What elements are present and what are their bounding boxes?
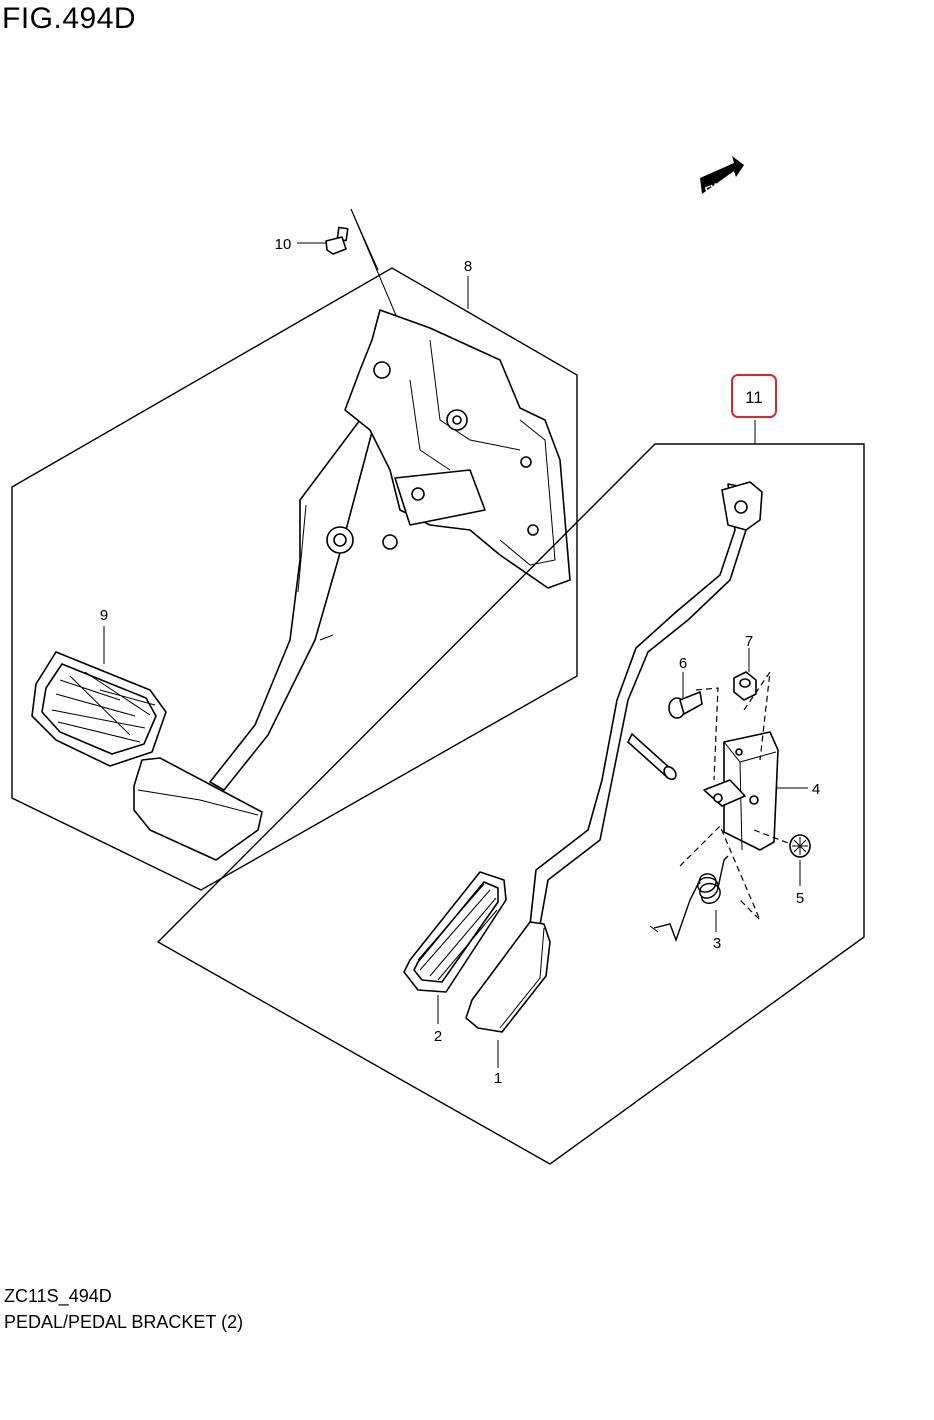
- callout-2[interactable]: 2: [434, 1028, 442, 1045]
- callout-6[interactable]: 6: [679, 655, 687, 672]
- figure-code: ZC11S_494D: [4, 1286, 112, 1306]
- callout-10[interactable]: 10: [275, 236, 292, 253]
- brake-pedal-pad: [133, 757, 263, 861]
- callout-7[interactable]: 7: [745, 633, 753, 650]
- callout-1[interactable]: 1: [494, 1070, 502, 1087]
- callout-3[interactable]: 3: [713, 935, 721, 952]
- highlight-box-11: [731, 374, 777, 418]
- brake-pedal-arm: [209, 419, 373, 791]
- accelerator-bracket-part-4: [703, 731, 779, 851]
- callout-5[interactable]: 5: [796, 890, 804, 907]
- callout-8[interactable]: 8: [464, 258, 472, 275]
- nut-part-7: [733, 671, 757, 701]
- brake-pedal-rubber-part-9: [31, 651, 167, 767]
- accelerator-rubber-part-2: [403, 871, 507, 993]
- clip-part-5: [789, 834, 811, 858]
- callout-11[interactable]: 11: [745, 388, 763, 407]
- accelerator-pedal-pad: [465, 921, 551, 1033]
- forward-arrow-icon: FWD: [700, 156, 744, 198]
- spring-part-3: [649, 855, 729, 943]
- pin-part-6: [668, 691, 703, 719]
- figure-title: FIG.494D: [2, 2, 137, 35]
- accelerator-pedal-group-outline: [156, 443, 865, 1165]
- callout-4[interactable]: 4: [812, 781, 820, 798]
- callout-9[interactable]: 9: [100, 607, 108, 624]
- pedal-bracket-body: [344, 309, 571, 589]
- brake-pedal-group-outline: [11, 267, 578, 891]
- figure-name: PEDAL/PEDAL BRACKET (2): [4, 1312, 244, 1332]
- bolt-part-10: [325, 226, 349, 255]
